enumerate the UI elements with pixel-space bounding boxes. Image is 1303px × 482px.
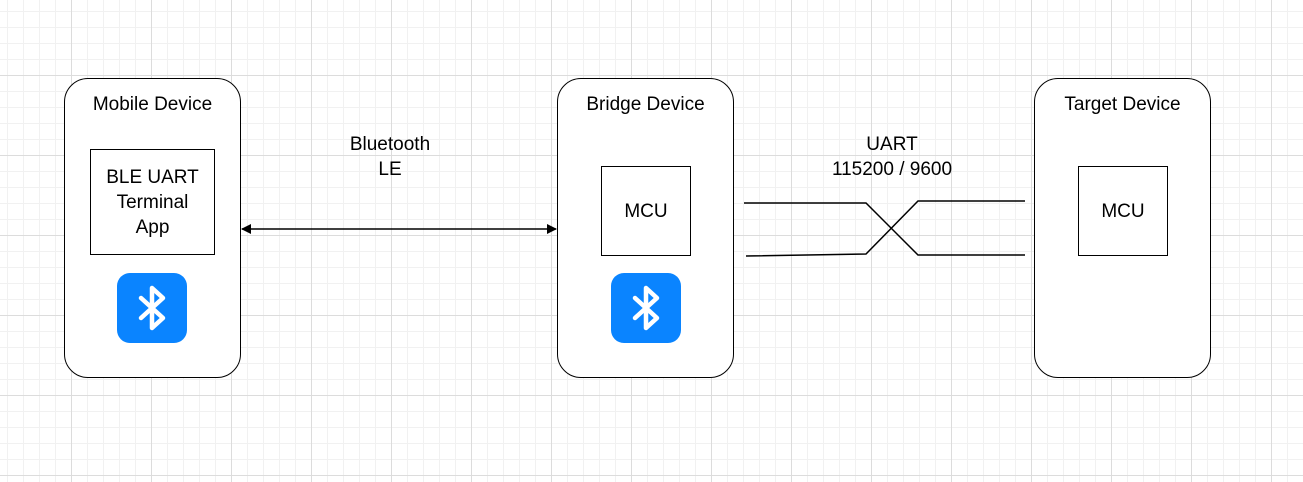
ble-uart-terminal-app-box[interactable]: BLE UART Terminal App: [90, 149, 215, 255]
target-mcu-box[interactable]: MCU: [1078, 166, 1168, 256]
bluetooth-rune: [632, 285, 660, 331]
bridge-device-box[interactable]: Bridge Device MCU: [557, 78, 734, 378]
ble-uart-terminal-app-label: BLE UART Terminal App: [106, 166, 199, 238]
mobile-device-box[interactable]: Mobile Device BLE UART Terminal App: [64, 78, 241, 378]
bridge-device-title: Bridge Device: [586, 94, 705, 115]
bluetooth-le-label-line2: LE: [378, 159, 402, 180]
bridge-mcu-box[interactable]: MCU: [601, 166, 691, 256]
bridge-mcu-label: MCU: [624, 200, 668, 222]
uart-wire-rx: [745, 200, 1025, 257]
uart-label-line1: UART: [866, 134, 918, 155]
uart-baud-rate-label: 115200 / 9600: [831, 159, 953, 180]
bluetooth-le-label-line1: Bluetooth: [349, 134, 431, 155]
bluetooth-rune: [138, 285, 166, 331]
bluetooth-icon: [117, 273, 187, 343]
uart-wire-tx: [744, 202, 1025, 256]
mobile-device-title: Mobile Device: [92, 94, 213, 115]
uart-label: UART 115200 / 9600: [812, 132, 972, 182]
target-device-title: Target Device: [1064, 94, 1181, 115]
bluetooth-icon: [611, 273, 681, 343]
target-mcu-label: MCU: [1101, 200, 1145, 222]
target-device-box[interactable]: Target Device MCU: [1034, 78, 1211, 378]
bluetooth-le-label: Bluetooth LE: [330, 132, 450, 182]
